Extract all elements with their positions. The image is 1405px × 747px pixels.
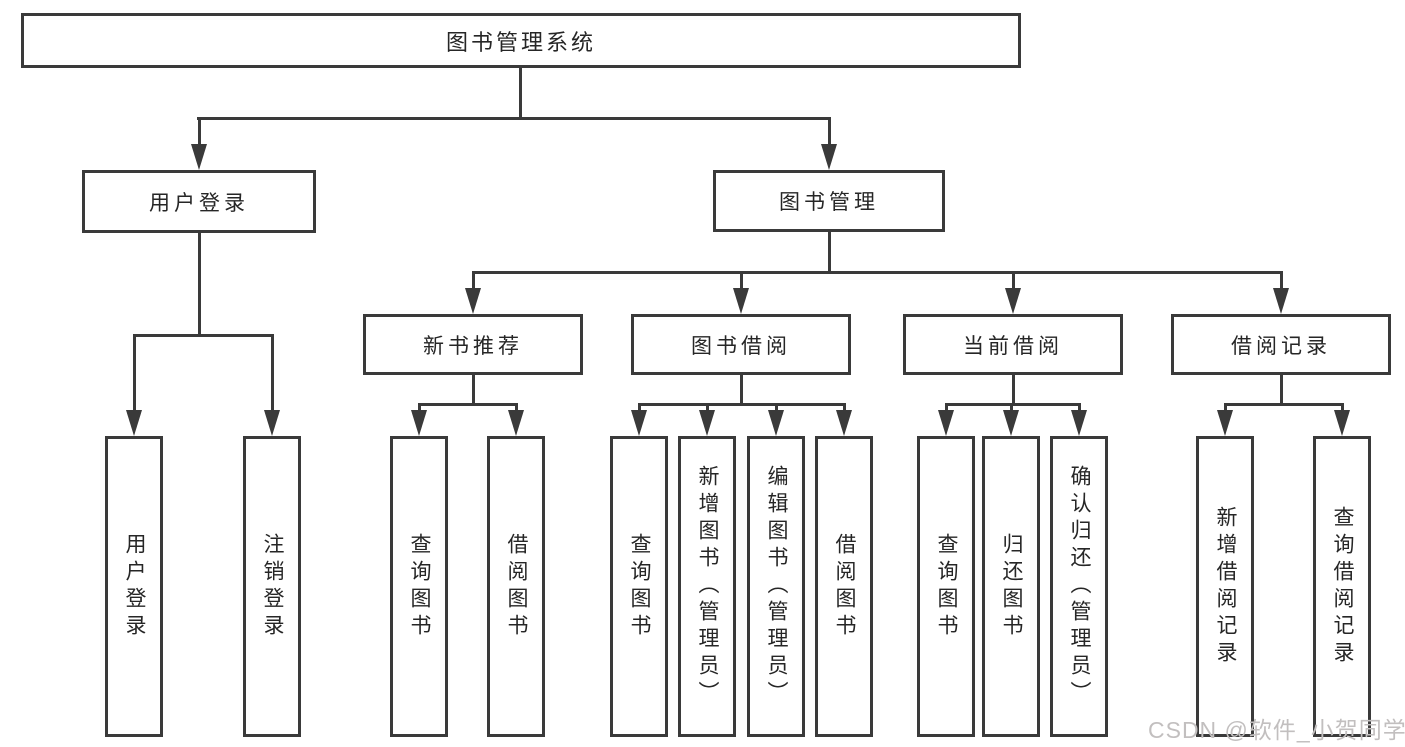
leaf-add-borrow-record: 新增借阅记录 <box>1196 436 1254 737</box>
connector-line <box>472 374 475 406</box>
connector-line <box>472 271 1282 274</box>
node-book-borrowing: 图书借阅 <box>631 314 851 375</box>
arrowhead-down <box>264 410 280 436</box>
arrowhead-down <box>836 410 852 436</box>
arrowhead-down <box>768 410 784 436</box>
leaf-query-books: 查询图书 <box>610 436 668 737</box>
leaf-add-books-admin: 新增图书（管理员） <box>678 436 736 737</box>
connector-line <box>740 374 743 406</box>
node-current-borrowing: 当前借阅 <box>903 314 1123 375</box>
connector-line <box>1078 403 1081 413</box>
arrowhead-down <box>411 410 427 436</box>
connector-line <box>1012 271 1015 291</box>
leaf-borrow-books: 借阅图书 <box>487 436 545 737</box>
leaf-label: 查询图书 <box>935 532 958 641</box>
connector-line <box>418 403 518 406</box>
leaf-label: 查询图书 <box>408 532 431 641</box>
arrowhead-down <box>1273 288 1289 314</box>
arrowhead-down <box>938 410 954 436</box>
arrowhead-down <box>1217 410 1233 436</box>
leaf-query-books: 查询图书 <box>390 436 448 737</box>
node-borrowing-records: 借阅记录 <box>1171 314 1391 375</box>
connector-line <box>740 271 743 291</box>
arrowhead-down <box>631 410 647 436</box>
connector-line <box>133 334 274 337</box>
connector-line <box>515 403 518 413</box>
leaf-borrow-books: 借阅图书 <box>815 436 873 737</box>
arrowhead-down <box>821 144 837 170</box>
arrowhead-down <box>1003 410 1019 436</box>
connector-line <box>843 403 846 413</box>
arrowhead-down <box>465 288 481 314</box>
connector-line <box>1224 403 1344 406</box>
arrowhead-down <box>733 288 749 314</box>
leaf-label: 新增借阅记录 <box>1214 505 1237 668</box>
connector-line <box>706 403 709 413</box>
connector-line <box>197 117 831 120</box>
leaf-confirm-return-admin: 确认归还（管理员） <box>1050 436 1108 737</box>
connector-line <box>828 117 831 146</box>
connector-line <box>1280 374 1283 406</box>
connector-line <box>638 403 641 413</box>
leaf-logout: 注销登录 <box>243 436 301 737</box>
connector-line <box>638 403 846 406</box>
leaf-label: 查询图书 <box>628 532 651 641</box>
arrowhead-down <box>126 410 142 436</box>
connector-line <box>198 231 201 335</box>
arrowhead-down <box>1071 410 1087 436</box>
connector-line <box>1280 271 1283 291</box>
connector-line <box>472 271 475 291</box>
connector-line <box>1010 403 1013 413</box>
arrowhead-down <box>699 410 715 436</box>
arrowhead-down <box>508 410 524 436</box>
leaf-label: 查询借阅记录 <box>1331 505 1354 668</box>
leaf-query-books: 查询图书 <box>917 436 975 737</box>
leaf-edit-books-admin: 编辑图书（管理员） <box>747 436 805 737</box>
arrowhead-down <box>191 144 207 170</box>
connector-line <box>1224 403 1227 413</box>
node-new-book-recommendation: 新书推荐 <box>363 314 583 375</box>
connector-line <box>1341 403 1344 413</box>
node-library-management-system: 图书管理系统 <box>21 13 1021 68</box>
connector-line <box>945 403 1081 406</box>
leaf-label: 归还图书 <box>1000 532 1023 641</box>
connector-line <box>945 403 948 413</box>
arrowhead-down <box>1334 410 1350 436</box>
connector-line <box>418 403 421 413</box>
node-user-login: 用户登录 <box>82 170 316 233</box>
csdn-watermark: CSDN @软件_小贺同学 <box>1148 717 1405 743</box>
node-book-management: 图书管理 <box>713 170 945 232</box>
leaf-user-login: 用户登录 <box>105 436 163 737</box>
leaf-label: 借阅图书 <box>833 532 856 641</box>
connector-line <box>828 231 831 274</box>
connector-line <box>1012 374 1015 406</box>
leaf-return-books: 归还图书 <box>982 436 1040 737</box>
connector-line <box>133 334 136 413</box>
connector-line <box>775 403 778 413</box>
arrowhead-down <box>1005 288 1021 314</box>
leaf-label: 新增图书（管理员） <box>696 465 719 708</box>
connector-line <box>519 65 522 118</box>
leaf-label: 借阅图书 <box>505 532 528 641</box>
connector-line <box>271 334 274 413</box>
leaf-label: 注销登录 <box>261 532 284 641</box>
leaf-label: 编辑图书（管理员） <box>765 465 788 708</box>
leaf-label: 用户登录 <box>123 532 146 641</box>
connector-line <box>198 117 201 146</box>
leaf-label: 确认归还（管理员） <box>1068 465 1091 708</box>
leaf-query-borrow-record: 查询借阅记录 <box>1313 436 1371 737</box>
